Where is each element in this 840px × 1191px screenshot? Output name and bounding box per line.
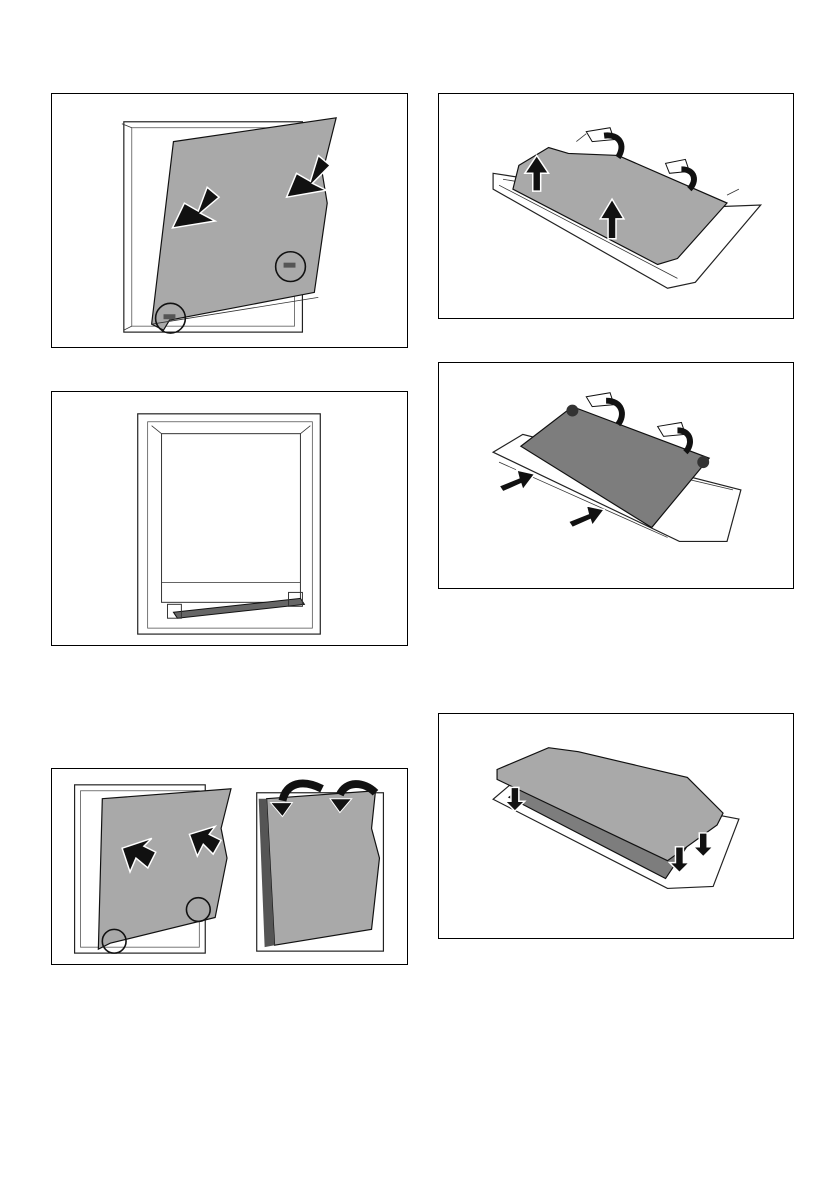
figure-2-door-frame [51, 391, 408, 646]
figure-6-illustration [439, 714, 793, 938]
figure-4-illustration [439, 94, 793, 318]
right-arrow-icon [568, 506, 604, 528]
figure-1-lift-glass-panel [51, 93, 408, 348]
figure-5-illustration [439, 363, 793, 588]
figure-6-place-glass-on-door [438, 713, 794, 939]
figure-3-illustration [52, 769, 407, 964]
figure-4-lift-glass-from-clips [438, 93, 794, 319]
glass-panel-left [98, 789, 231, 949]
figure-1-illustration [52, 94, 407, 347]
figure-5-push-glass-into-clips [438, 362, 794, 589]
window-opening [162, 434, 301, 603]
figure-3-insert-and-tilt-glass [51, 768, 408, 965]
right-arrow-icon [499, 470, 535, 492]
figure-2-illustration [52, 392, 407, 645]
